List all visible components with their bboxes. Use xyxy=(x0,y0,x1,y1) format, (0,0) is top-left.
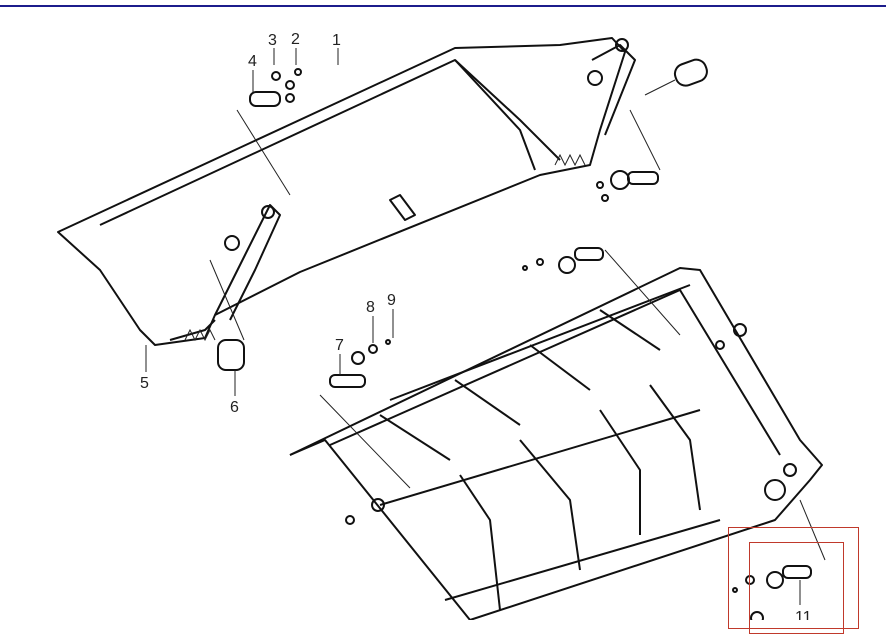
bucket-body xyxy=(289,267,823,620)
header-rule xyxy=(0,5,886,7)
highlight-box-inner xyxy=(749,542,844,634)
exploded-parts-diagram: 1 2 3 4 5 6 7 8 9 11 xyxy=(57,31,826,620)
part-number-labels: 1 2 3 4 5 6 7 8 9 11 xyxy=(140,31,812,620)
pin-assembly-top-bucket xyxy=(522,247,681,336)
label-1: 1 xyxy=(332,32,341,49)
label-4: 4 xyxy=(248,53,257,70)
cutting-edge-assembly xyxy=(57,37,636,346)
label-8: 8 xyxy=(366,299,375,316)
bushing-top-right xyxy=(644,58,708,96)
label-2: 2 xyxy=(291,31,300,48)
bushing-6 xyxy=(209,259,245,371)
pin-assembly-7-8-9 xyxy=(319,339,411,489)
label-6: 6 xyxy=(230,399,239,416)
pin-assembly-right xyxy=(596,109,661,202)
label-7: 7 xyxy=(335,337,344,354)
label-3: 3 xyxy=(268,32,277,49)
label-5: 5 xyxy=(140,375,149,392)
pin-and-bolts-2-3-4 xyxy=(236,68,302,196)
label-11: 11 xyxy=(795,609,812,620)
label-9: 9 xyxy=(387,292,396,309)
pin-assembly-11 xyxy=(732,499,826,620)
